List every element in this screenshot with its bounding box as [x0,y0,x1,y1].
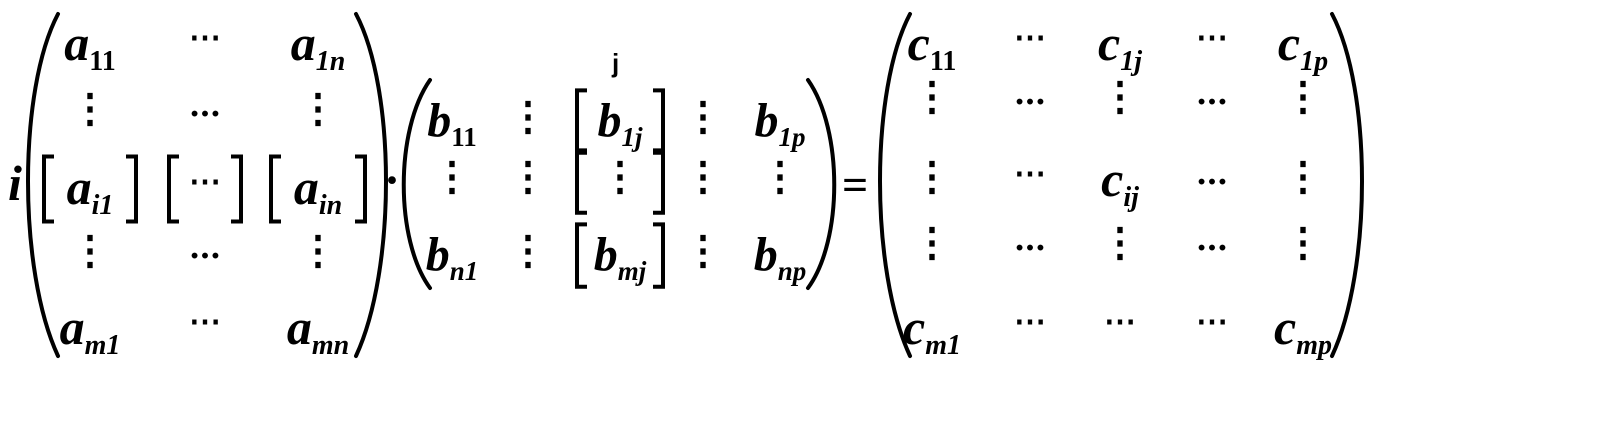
matrix-c-left-paren [878,12,912,358]
matrix-b-cell-r1-c2: ⋮ [508,93,548,140]
matrix-b-cell-r2-c1: ⋮ [432,153,472,200]
matrix-b-group: j b11⋮b1j⋮b1p⋮⋮⋮⋮⋮bn1⋮bmj⋮bnp [401,48,837,290]
matrix-c-cell-r4-c4: … [1196,220,1228,258]
matrix-b-cell-r3-c5: bnp [754,228,807,286]
matrix-a-cell-r4-c1: ⋮ [70,227,110,274]
matrix-a-cell-r1-c1: a11 [64,15,115,77]
matrix-a-cell-r5-c3: amn [287,299,349,361]
matrix-c-cell-r5-c3: ⋯ [1104,302,1136,340]
matrix-c-cell-r2-c2: … [1014,74,1046,112]
matrix-b-cell-r3-c3-right-bracket [653,222,665,289]
matrix-a-group: i a11 ⋯ a1n ⋮ … ⋮ ai1 ⋯ ain ⋮ … ⋮ am1 ⋯ amn [8,12,388,361]
matrix-b-cell-r2-c3-right-bracket [653,148,665,215]
matrix-b-cell-r2-c4: ⋮ [683,153,723,200]
matrix-a-cell-r3-c2-right-bracket [231,154,243,224]
matrix-c-cell-r2-c3: ⋮ [1100,73,1140,120]
matrix-b-cell-r1-c1: b11 [427,94,477,152]
matrix-c-cell-r5-c2: ⋯ [1014,302,1046,340]
row-index-label: i [8,155,22,211]
matrix-c-cell-r5-c4: ⋯ [1196,302,1228,340]
matrix-a-cell-r3-c2-left-bracket [167,154,179,224]
matrix-a-cells: a11 ⋯ a1n ⋮ … ⋮ ai1 ⋯ ain ⋮ … ⋮ am1 ⋯ amn [42,15,367,361]
matrix-c-cell-r3-c3: cij [1101,151,1139,213]
column-index-label: j [611,48,619,78]
matrix-a-right-paren [354,12,388,358]
matrix-b-cell-r1-c3-right-bracket [653,88,665,155]
matrix-a-cell-r3-c1-right-bracket [126,154,138,224]
matrix-a-cell-r5-c1: am1 [60,299,121,361]
matrix-c-cell-r4-c3: ⋮ [1100,219,1140,266]
matrix-b-cells: b11⋮b1j⋮b1p⋮⋮⋮⋮⋮bn1⋮bmj⋮bnp [426,88,807,289]
matrix-a-cell-r3-c2: ⋯ [189,162,221,200]
matrix-c-cell-r1-c4: ⋯ [1196,18,1228,56]
matrix-b-left-paren [401,78,432,290]
matrix-c-cell-r3-c4: … [1196,154,1228,192]
matrix-b-cell-r1-c3-left-bracket [575,88,587,155]
matrix-c-cells: c11⋯c1j⋯c1p⋮…⋮…⋮⋮⋯cij…⋮⋮…⋮…⋮cm1⋯⋯⋯cmp [903,15,1332,361]
matrix-a-left-paren [26,12,60,358]
matrix-c-cell-r4-c5: ⋮ [1283,219,1323,266]
matrix-a-cell-r3-c3-right-bracket [355,154,367,224]
matrix-b-cell-r3-c4: ⋮ [683,227,723,274]
matrix-b-cell-r2-c3: ⋮ [600,153,640,200]
matrix-c-cell-r1-c3: c1j [1098,15,1142,77]
matrix-c-cell-r5-c5: cmp [1274,299,1332,361]
matrix-b-cell-r1-c5: b1p [755,94,806,152]
equals-sign: = [842,159,868,210]
matrix-c-cell-r3-c5: ⋮ [1283,153,1323,200]
matrix-b-cell-r2-c3-left-bracket [575,148,587,215]
matrix-a-cell-r3-c3: ain [294,159,342,221]
matrix-c-cell-r2-c1: ⋮ [912,73,952,120]
matrix-a-cell-r3-c1-left-bracket [42,154,54,224]
matrix-a-cell-r5-c2: ⋯ [189,302,221,340]
matrix-b-right-paren [806,78,837,290]
matrix-a-cell-r4-c3: ⋮ [298,227,338,274]
matrix-a-cell-r1-c2: ⋯ [189,18,221,56]
matrix-c-right-paren [1330,12,1364,358]
matrix-c-cell-r4-c2: … [1014,220,1046,258]
matrix-a-cell-r3-c1: ai1 [67,159,114,221]
matrix-b-cell-r3-c2: ⋮ [508,227,548,274]
matrix-b-cell-r3-c3: bmj [594,228,647,286]
matrix-b-cell-r2-c2: ⋮ [508,153,548,200]
matrix-a-cell-r1-c3: a1n [291,15,346,77]
matrix-c-cell-r2-c5: ⋮ [1283,73,1323,120]
matrix-c-cell-r2-c4: … [1196,74,1228,112]
matrix-c-cell-r1-c1: c11 [908,15,957,77]
matrix-c-cell-r3-c2: ⋯ [1014,154,1046,192]
matrix-b-cell-r2-c5: ⋮ [760,153,800,200]
matrix-a-cell-r4-c2: … [189,228,221,266]
matrix-a-cell-r2-c3: ⋮ [298,85,338,132]
matrix-c-cell-r1-c2: ⋯ [1014,18,1046,56]
matrix-a-cell-r2-c2: … [189,86,221,124]
matrix-b-cell-r1-c4: ⋮ [683,93,723,140]
matrix-c-cell-r4-c1: ⋮ [912,219,952,266]
matrix-c-cell-r3-c1: ⋮ [912,153,952,200]
matrix-c-group: c11⋯c1j⋯c1p⋮…⋮…⋮⋮⋯cij…⋮⋮…⋮…⋮cm1⋯⋯⋯cmp [878,12,1364,361]
matrix-a-cell-r2-c1: ⋮ [70,85,110,132]
dot-operator: · [384,154,400,207]
matrix-a-cell-r3-c3-left-bracket [269,154,281,224]
matrix-b-cell-r3-c1: bn1 [426,228,479,286]
matrix-c-cell-r1-c5: c1p [1278,15,1328,77]
matrix-b-cell-r1-c3: b1j [597,94,643,152]
matrix-c-cell-r5-c1: cm1 [903,299,961,361]
matrix-b-cell-r3-c3-left-bracket [575,222,587,289]
